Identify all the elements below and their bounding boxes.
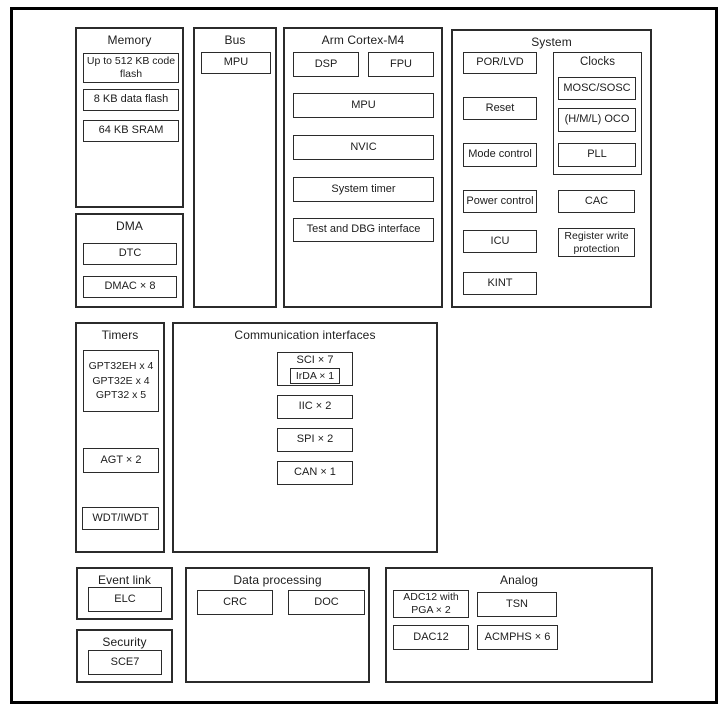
memory-section: Memory Up to 512 KB code flash 8 KB data… bbox=[75, 27, 184, 208]
wdt-box: WDT/IWDT bbox=[82, 507, 159, 530]
comm-section: Communication interfaces SCI × 7 IrDA × … bbox=[172, 322, 438, 553]
cortex-section: Arm Cortex-M4 DSP FPU MPU NVIC System ti… bbox=[283, 27, 443, 308]
register-write-protection-box: Register write protection bbox=[558, 228, 635, 257]
system-section: System POR/LVD Reset Mode control Power … bbox=[451, 29, 652, 308]
tsn-box: TSN bbox=[477, 592, 557, 617]
mosc-sosc-box: MOSC/SOSC bbox=[558, 77, 636, 100]
pll-box: PLL bbox=[558, 143, 636, 167]
sce7-box: SCE7 bbox=[88, 650, 162, 675]
adc-box: ADC12 with PGA × 2 bbox=[393, 590, 469, 618]
gpt32e-label: GPT32E x 4 bbox=[92, 374, 150, 387]
dma-section: DMA DTC DMAC × 8 bbox=[75, 213, 184, 308]
irda-box: IrDA × 1 bbox=[290, 368, 340, 384]
cortex-title: Arm Cortex-M4 bbox=[321, 33, 405, 47]
analog-title: Analog bbox=[500, 573, 538, 587]
data-processing-section: Data processing CRC DOC bbox=[185, 567, 370, 683]
agt-box: AGT × 2 bbox=[83, 448, 159, 473]
timers-section: Timers GPT32EH x 4 GPT32E x 4 GPT32 x 5 … bbox=[75, 322, 165, 553]
crc-box: CRC bbox=[197, 590, 273, 615]
dsp-box: DSP bbox=[293, 52, 359, 77]
sci-box: SCI × 7 IrDA × 1 bbox=[277, 352, 353, 386]
fpu-box: FPU bbox=[368, 52, 434, 77]
diagram-outer-frame bbox=[10, 7, 718, 704]
dac-box: DAC12 bbox=[393, 625, 469, 650]
power-control-box: Power control bbox=[463, 190, 537, 213]
event-link-section: Event link ELC bbox=[76, 567, 173, 620]
cortex-mpu-box: MPU bbox=[293, 93, 434, 118]
bus-title: Bus bbox=[224, 33, 246, 47]
code-flash-box: Up to 512 KB code flash bbox=[83, 53, 179, 83]
gpt-box: GPT32EH x 4 GPT32E x 4 GPT32 x 5 bbox=[83, 350, 159, 412]
data-processing-title: Data processing bbox=[233, 573, 322, 587]
icu-box: ICU bbox=[463, 230, 537, 253]
iic-box: IIC × 2 bbox=[277, 395, 353, 419]
por-lvd-box: POR/LVD bbox=[463, 52, 537, 74]
dtc-box: DTC bbox=[83, 243, 177, 265]
system-timer-box: System timer bbox=[293, 177, 434, 202]
data-flash-box: 8 KB data flash bbox=[83, 89, 179, 111]
bus-section: Bus MPU bbox=[193, 27, 277, 308]
spi-box: SPI × 2 bbox=[277, 428, 353, 452]
cac-box: CAC bbox=[558, 190, 635, 213]
can-box: CAN × 1 bbox=[277, 461, 353, 485]
sram-box: 64 KB SRAM bbox=[83, 120, 179, 142]
doc-box: DOC bbox=[288, 590, 365, 615]
security-title: Security bbox=[102, 635, 147, 649]
timers-title: Timers bbox=[101, 328, 139, 342]
sci-label: SCI × 7 bbox=[296, 354, 334, 366]
comm-title: Communication interfaces bbox=[234, 328, 376, 342]
memory-title: Memory bbox=[107, 33, 152, 47]
analog-section: Analog ADC12 with PGA × 2 TSN DAC12 ACMP… bbox=[385, 567, 653, 683]
bus-mpu-box: MPU bbox=[201, 52, 271, 74]
clocks-title: Clocks bbox=[579, 56, 616, 68]
event-link-title: Event link bbox=[97, 573, 152, 587]
nvic-box: NVIC bbox=[293, 135, 434, 160]
oco-box: (H/M/L) OCO bbox=[558, 108, 636, 132]
elc-box: ELC bbox=[88, 587, 162, 612]
security-section: Security SCE7 bbox=[76, 629, 173, 683]
reset-box: Reset bbox=[463, 97, 537, 120]
mode-control-box: Mode control bbox=[463, 143, 537, 167]
acmphs-box: ACMPHS × 6 bbox=[477, 625, 558, 650]
dma-title: DMA bbox=[116, 219, 143, 233]
gpt32-label: GPT32 x 5 bbox=[95, 389, 147, 402]
dmac-box: DMAC × 8 bbox=[83, 276, 177, 298]
system-title: System bbox=[531, 35, 572, 49]
clocks-subsection: Clocks MOSC/SOSC (H/M/L) OCO PLL bbox=[553, 52, 642, 175]
test-dbg-box: Test and DBG interface bbox=[293, 218, 434, 242]
kint-box: KINT bbox=[463, 272, 537, 295]
gpt32eh-label: GPT32EH x 4 bbox=[88, 359, 154, 372]
